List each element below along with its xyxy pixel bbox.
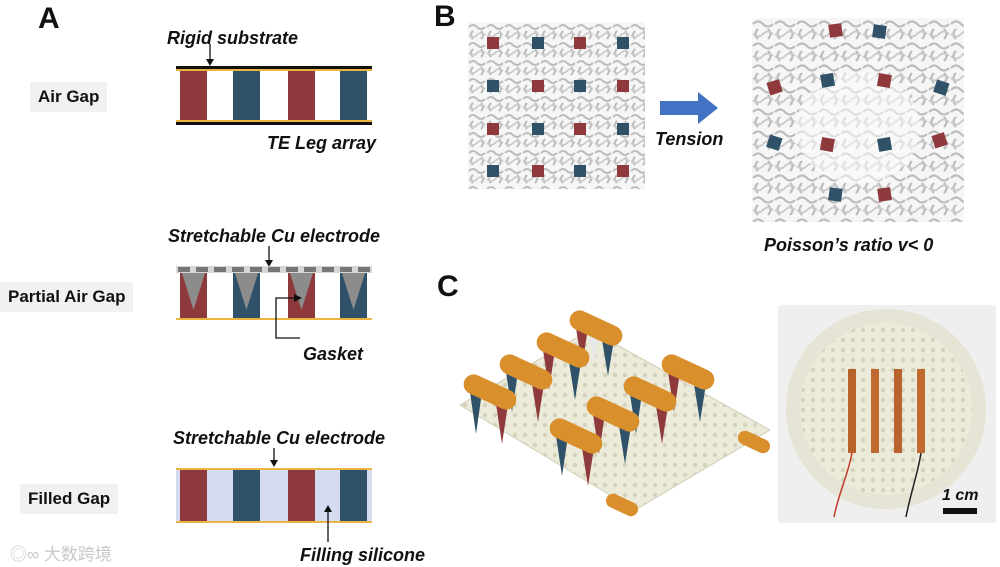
te-module [463,374,517,444]
n-pad [933,79,950,96]
gasket-cone [342,273,365,310]
n-pad [617,123,629,135]
p-pad [617,165,629,177]
panel-letter-b: B [434,0,456,33]
n-leg [340,71,367,120]
p-pad [574,37,586,49]
n-leg [233,470,260,521]
n-pad [574,80,586,92]
lead-tab [605,493,639,517]
air-gap-schematic [176,44,372,125]
partial-air-gap-schematic [176,246,372,339]
n-pad [877,136,893,152]
p-leg [288,470,315,521]
cu-electrode-label-2: Stretchable Cu electrode [173,428,386,448]
n-pad [532,37,544,49]
filling-silicone-region [176,470,372,521]
p-pad [931,132,948,149]
row-label-partial-air-gap: Partial Air Gap [0,282,134,312]
n-pad [532,123,544,135]
rigid-substrate-label: Rigid substrate [167,28,299,48]
tension-label: Tension [655,129,724,149]
p-pad [532,165,544,177]
te-module [661,354,715,422]
n-leg [340,470,367,521]
cu-strip [848,369,856,453]
filling-silicone-label: Filling silicone [300,545,426,565]
tension-arrow-icon [660,92,718,124]
p-leg [288,71,315,120]
row-label-air-gap: Air Gap [30,82,108,112]
n-pad [766,134,783,151]
p-leg [180,71,207,120]
n-pad [487,80,499,92]
filled-gap-schematic [176,448,372,542]
p-pad [828,23,843,38]
p-pad [532,80,544,92]
gasket-cone [290,273,313,310]
cu-strip [917,369,925,453]
poisson-ratio-caption: Poisson’s ratio v< 0 [764,235,934,255]
gasket-cone [235,273,258,310]
n-leg [233,71,260,120]
p-pad [574,123,586,135]
wire-red [833,452,853,518]
p-pad [487,37,499,49]
kirigami-unstretched [468,22,645,189]
p-pad [487,123,499,135]
scale-bar [943,508,977,514]
p-pad [876,73,892,89]
device-photo-drawing [786,309,986,518]
n-pad [872,24,887,39]
stretchable-teg-render [459,310,772,517]
gasket-label: Gasket [303,344,364,364]
p-pad [819,137,835,153]
p-pad [877,187,892,202]
te-leg-array-label: TE Leg array [267,133,377,153]
n-pad [820,72,836,88]
device-photo: 1 cm [778,305,996,523]
scale-bar-label: 1 cm [942,487,979,504]
te-module [549,418,603,486]
lead-tab [737,430,771,454]
te-module [623,376,677,444]
wire-black [905,452,922,518]
n-pad [574,165,586,177]
gasket-cone [182,273,205,310]
cu-electrode-label-1: Stretchable Cu electrode [168,226,381,246]
te-module [569,310,623,376]
te-module [536,332,590,400]
n-pad [487,165,499,177]
cu-strip [871,369,879,453]
panel-letter-c: C [437,270,459,303]
te-module [586,396,640,464]
kirigami-stretched [752,18,964,222]
p-pad [766,79,783,96]
watermark: ◎∞ 大数跨境 [10,545,112,564]
cu-strip [894,369,902,453]
panel-letter-a: A [38,2,60,35]
row-label-filled-gap: Filled Gap [20,484,119,514]
watermark-logo-icon: ◎∞ [10,545,40,564]
p-pad [617,80,629,92]
n-pad [617,37,629,49]
p-leg [180,470,207,521]
n-pad [828,187,843,202]
